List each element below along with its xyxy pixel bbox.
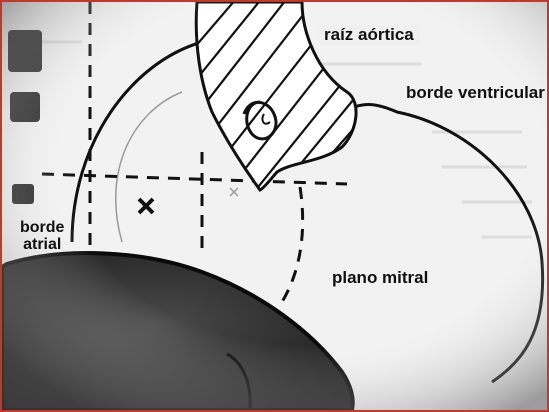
- label-atrial-edge-line1: borde: [20, 220, 64, 237]
- label-atrial-edge: borde atrial: [20, 220, 64, 254]
- label-aortic-root: raíz aórtica: [318, 25, 420, 45]
- label-atrial-edge-line2: atrial: [20, 237, 64, 254]
- label-mitral-plane: plano mitral: [332, 269, 428, 287]
- label-ventricular-edge: borde ventricular: [406, 84, 545, 102]
